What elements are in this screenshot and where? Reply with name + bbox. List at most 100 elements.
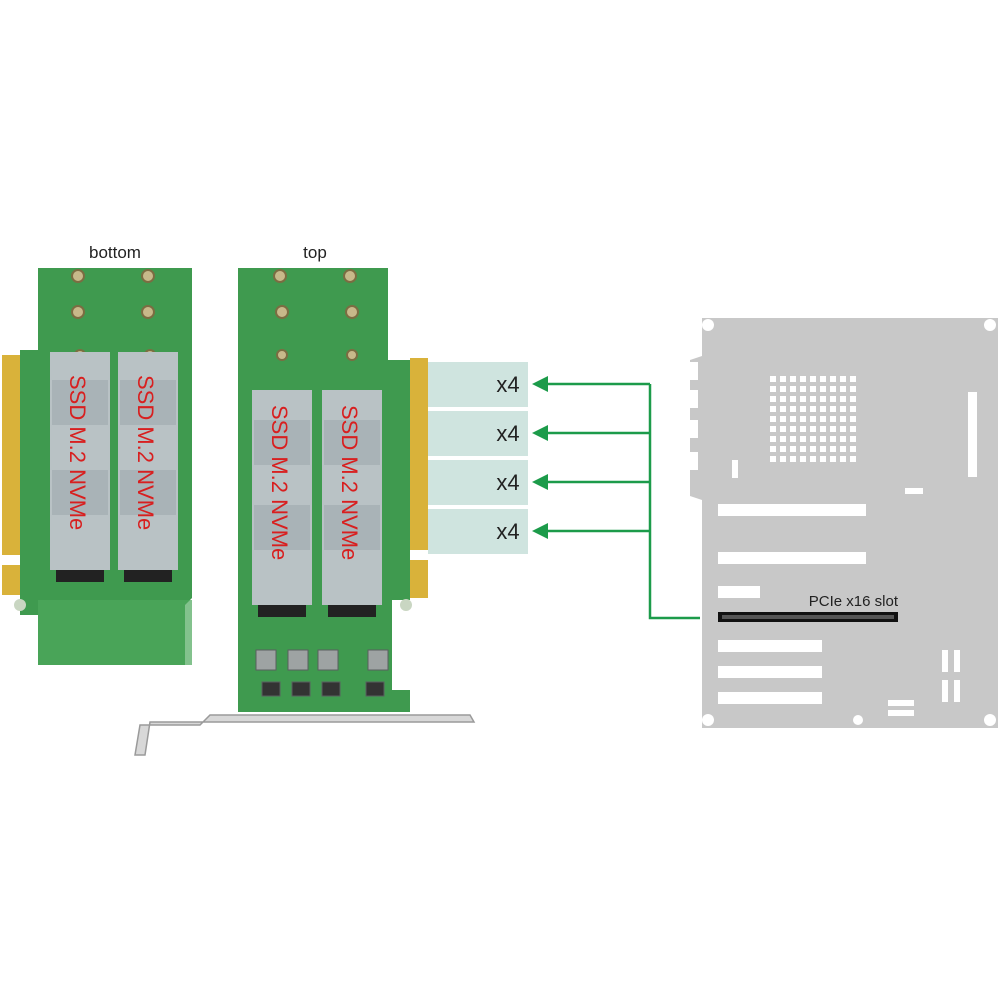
cpu-pin (830, 386, 836, 392)
cpu-pin (840, 416, 846, 422)
cpu-pin (790, 436, 796, 442)
top-chips (255, 649, 389, 697)
cpu-pin (810, 416, 816, 422)
lane-block-4 (428, 509, 528, 554)
cpu-pin (810, 436, 816, 442)
cpu-pin (790, 426, 796, 432)
cpu-pin (840, 406, 846, 412)
top-gold-fingers (410, 358, 428, 598)
cpu-pin (770, 446, 776, 452)
lane-blocks: x4 x4 x4 x4 (428, 362, 528, 554)
cpu-pin (780, 396, 786, 402)
expansion-slots (718, 504, 866, 704)
cpu-pin (820, 376, 826, 382)
ssd-label-top-1: SSD M.2 NVMe (267, 405, 292, 560)
lane-block-3 (428, 460, 528, 505)
cpu-pin (840, 426, 846, 432)
cpu-pin (820, 396, 826, 402)
bottom-finger-notch (0, 555, 22, 565)
top-mounting-pads (273, 269, 359, 361)
cpu-pin (850, 436, 856, 442)
cpu-pin (800, 396, 806, 402)
cpu-pin (820, 446, 826, 452)
header-connectors (888, 650, 960, 716)
bottom-screw-hole (14, 599, 26, 611)
cpu-pin (830, 396, 836, 402)
cpu-pin (800, 446, 806, 452)
cpu-pin (790, 446, 796, 452)
bottom-ssd-1 (50, 352, 110, 582)
cpu-pin (790, 456, 796, 462)
top-label: top (303, 243, 327, 262)
cpu-pin (810, 406, 816, 412)
cpu-pin (840, 396, 846, 402)
pcie-slot-label: PCIe x16 slot (809, 593, 899, 610)
ssd-label-bottom-1: SSD M.2 NVMe (65, 375, 90, 530)
mounting-bracket (134, 714, 476, 756)
cpu-pin (770, 426, 776, 432)
lane-block-1 (428, 362, 528, 407)
cpu-pin (820, 416, 826, 422)
cpu-pin (780, 426, 786, 432)
top-finger-notch (408, 550, 430, 560)
cpu-pin (800, 376, 806, 382)
cpu-pin (820, 436, 826, 442)
top-ssd-1 (252, 390, 312, 617)
cpu-pin (780, 406, 786, 412)
cpu-pin (850, 446, 856, 452)
cpu-pin (830, 456, 836, 462)
top-view-card: top SSD M.2 NVMe SSD M.2 NVMe (134, 243, 476, 756)
io-notches (690, 362, 738, 478)
cpu-pin (820, 406, 826, 412)
cpu-pin (780, 376, 786, 382)
lane-label-2: x4 (496, 421, 519, 446)
cpu-pin (810, 446, 816, 452)
cpu-pin (780, 446, 786, 452)
cpu-pin (810, 396, 816, 402)
motherboard-outline (690, 318, 998, 728)
lane-arrows (545, 382, 700, 620)
cpu-pin (830, 446, 836, 452)
lane-block-2 (428, 411, 528, 456)
motherboard: PCIe x16 slot (690, 318, 998, 728)
ram-slots (905, 392, 977, 494)
cpu-pin (840, 376, 846, 382)
cpu-pin (800, 386, 806, 392)
cpu-pin (830, 376, 836, 382)
cpu-pin (820, 456, 826, 462)
cpu-pin (770, 436, 776, 442)
top-screw-hole (400, 599, 412, 611)
cpu-socket (770, 376, 856, 462)
cpu-pin (820, 426, 826, 432)
cpu-pin (800, 416, 806, 422)
cpu-pin (780, 456, 786, 462)
ssd-label-bottom-2: SSD M.2 NVMe (133, 375, 158, 530)
cpu-pin (780, 416, 786, 422)
cpu-pin (810, 376, 816, 382)
cpu-pin (830, 406, 836, 412)
cpu-pin (790, 376, 796, 382)
cpu-pin (800, 456, 806, 462)
cpu-pin (850, 376, 856, 382)
cpu-pin (830, 436, 836, 442)
cpu-pin (850, 396, 856, 402)
cpu-pin (850, 386, 856, 392)
cpu-pin (810, 386, 816, 392)
arrow-heads (532, 376, 548, 539)
top-ssd-2 (322, 390, 382, 617)
bottom-pcb-shade (38, 600, 192, 665)
cpu-pin (790, 386, 796, 392)
lane-label-1: x4 (496, 372, 519, 397)
cpu-pin (780, 386, 786, 392)
cpu-pin (770, 416, 776, 422)
cpu-pin (850, 456, 856, 462)
cpu-pin (770, 456, 776, 462)
cpu-pin (800, 436, 806, 442)
cpu-pin (810, 456, 816, 462)
cpu-pin (790, 406, 796, 412)
cpu-pin (820, 386, 826, 392)
cpu-pin (790, 416, 796, 422)
cpu-pin (830, 416, 836, 422)
bottom-view-card: bottom SSD M.2 NVMe SSD M.2 NVMe (0, 243, 192, 665)
